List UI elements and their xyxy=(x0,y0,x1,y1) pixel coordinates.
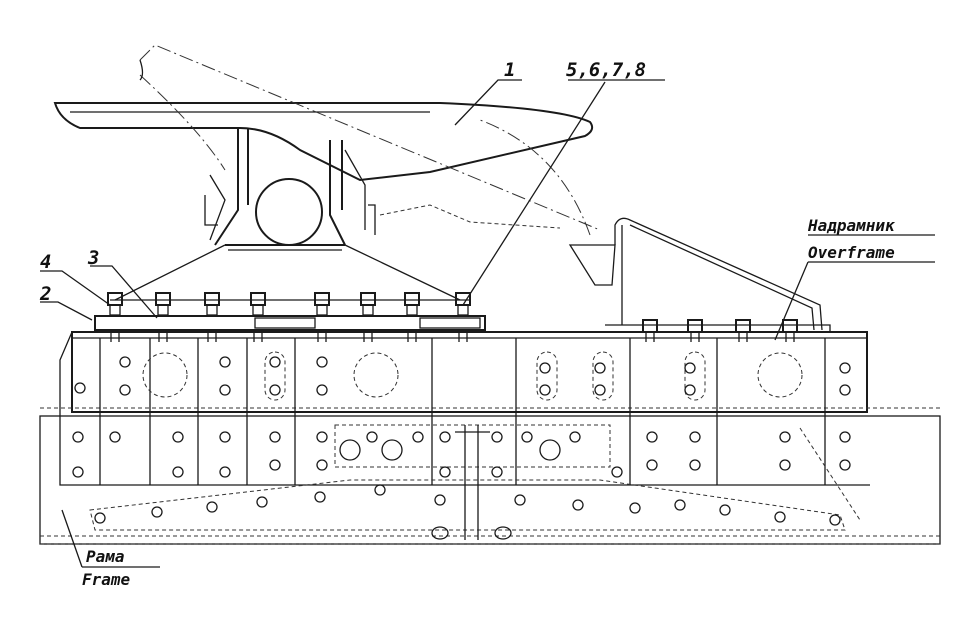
bolt-hole xyxy=(172,466,184,478)
bolt-hole xyxy=(539,384,551,396)
stiffeners xyxy=(99,338,826,485)
bolt-hole xyxy=(316,431,328,443)
access-hole xyxy=(339,439,361,461)
callout-2: 2 xyxy=(39,283,51,305)
frame-label-ru: Рама xyxy=(86,547,125,566)
bolt-hole xyxy=(151,506,163,518)
callout-4: 4 xyxy=(40,251,51,273)
clamp-plate xyxy=(94,315,486,331)
bolt-hole xyxy=(314,491,326,503)
bolt-hole xyxy=(206,501,218,513)
bolt-hole xyxy=(72,466,84,478)
callout-3: 3 xyxy=(87,247,99,269)
overframe-label-en: Overframe xyxy=(808,243,895,262)
bolt-hole xyxy=(514,494,526,506)
access-hole xyxy=(431,526,449,540)
bolt-hole xyxy=(316,356,328,368)
bolt-hole xyxy=(539,362,551,374)
bolt-hole xyxy=(72,431,84,443)
bolt-hole xyxy=(611,466,623,478)
bolt-hole xyxy=(839,431,851,443)
bolt-hole xyxy=(316,459,328,471)
bolt-hole xyxy=(316,384,328,396)
slotted-holes xyxy=(264,351,706,401)
lightening-holes xyxy=(142,352,803,398)
overframe xyxy=(40,324,940,417)
bolt-hole xyxy=(779,431,791,443)
bolt-hole xyxy=(366,431,378,443)
bolt-hole xyxy=(646,459,658,471)
bolt-hole xyxy=(491,431,503,443)
bolt-hole xyxy=(172,431,184,443)
bolt-hole xyxy=(269,431,281,443)
bolt-hole xyxy=(839,362,851,374)
bolt-hole xyxy=(109,431,121,443)
bolt-hole xyxy=(269,356,281,368)
bolt-hole xyxy=(219,356,231,368)
fifth-wheel-plate xyxy=(53,44,601,251)
tie-rods xyxy=(110,244,470,301)
bolt-hole xyxy=(689,431,701,443)
frame-label-en: Frame xyxy=(82,570,131,589)
bolt-hole xyxy=(439,466,451,478)
bolt-hole xyxy=(646,431,658,443)
bolt-hole xyxy=(521,431,533,443)
bolt-hole xyxy=(219,431,231,443)
access-hole xyxy=(539,439,561,461)
bolt-hole xyxy=(491,466,503,478)
bolt-hole xyxy=(256,496,268,508)
bolt-hole xyxy=(119,356,131,368)
bolt xyxy=(204,292,220,342)
main-frame xyxy=(39,412,941,545)
bolt-hole xyxy=(839,459,851,471)
bolt-hole xyxy=(412,431,424,443)
bolt-hole xyxy=(269,384,281,396)
bolt-hole xyxy=(269,459,281,471)
bolt-hole xyxy=(219,384,231,396)
bolt-hole xyxy=(674,499,686,511)
bolt-hole xyxy=(594,384,606,396)
bolt-hole xyxy=(434,494,446,506)
bolt-hole xyxy=(829,514,841,526)
bolt-hole xyxy=(219,466,231,478)
bolt-hole xyxy=(839,384,851,396)
bolt-hole xyxy=(119,384,131,396)
frame-holes xyxy=(72,356,851,540)
bolt-hole xyxy=(94,512,106,524)
bolt-hole xyxy=(74,382,86,394)
bolt-hole xyxy=(774,511,786,523)
leader-lines xyxy=(40,79,935,568)
bolt-hole xyxy=(439,431,451,443)
bolt-hole xyxy=(629,502,641,514)
access-hole xyxy=(494,526,512,540)
bolt-hole xyxy=(572,499,584,511)
bolt-hole xyxy=(689,459,701,471)
callout-1: 1 xyxy=(504,59,515,81)
callout-5-6-7-8: 5,6,7,8 xyxy=(566,59,646,81)
bolt-hole xyxy=(684,384,696,396)
bolt-hole xyxy=(779,459,791,471)
overframe-label-ru: Надрамник xyxy=(807,216,896,235)
bolt-hole xyxy=(569,431,581,443)
bolt-hole xyxy=(594,362,606,374)
bolt-hole xyxy=(719,504,731,516)
access-hole xyxy=(381,439,403,461)
bolt-hole xyxy=(684,362,696,374)
overframe-bracket xyxy=(568,217,823,331)
bolt-hole xyxy=(374,484,386,496)
